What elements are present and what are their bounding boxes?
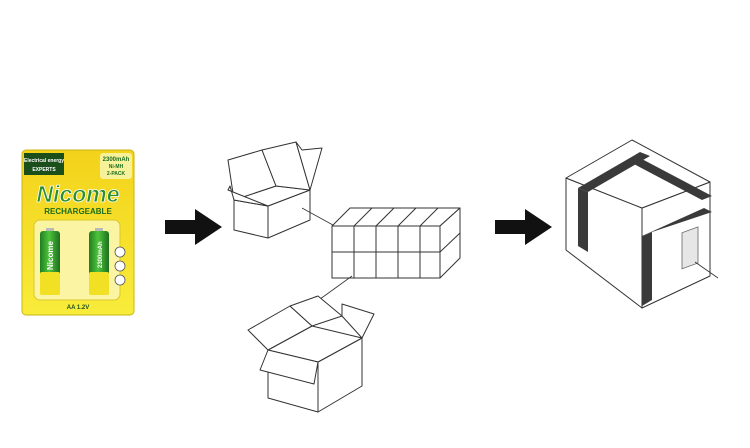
battery-cell-left: Nicome xyxy=(40,228,60,295)
tape-strap-side xyxy=(630,158,712,306)
battery-package: Electrical energy EXPERTS 2300mAh Ni-MH … xyxy=(21,149,135,316)
capacity-panel xyxy=(100,153,132,179)
package-badge xyxy=(24,153,64,175)
bin-icon xyxy=(114,274,126,286)
pack-label: 2-PACK xyxy=(107,171,126,177)
badge-line1: Electrical energy xyxy=(24,158,64,164)
brand-logo: Nicome xyxy=(36,181,119,207)
recycle-icon xyxy=(114,246,126,258)
charge-icon xyxy=(114,260,126,272)
connector-line-bottom xyxy=(315,275,353,303)
battery-cell-right: 2300mAh xyxy=(89,228,109,295)
flow-arrow-icon xyxy=(495,209,552,245)
battery-pack-block-icon xyxy=(331,207,461,279)
open-box-bottom-icon xyxy=(247,295,375,413)
cell-brand-right: 2300mAh xyxy=(98,241,104,268)
chemistry-label: Ni-MH xyxy=(109,164,124,170)
brand-subtitle: RECHARGEABLE xyxy=(44,207,112,216)
cell-brand-left: Nicome xyxy=(46,241,55,270)
flow-arrow-icon xyxy=(165,209,222,245)
capacity-label: 2300mAh xyxy=(103,157,130,163)
open-box-icon xyxy=(227,141,323,239)
label-pointer xyxy=(694,261,719,279)
shipping-label xyxy=(681,226,699,270)
badge-line2: EXPERTS xyxy=(32,167,56,173)
spec-label: AA 1.2V xyxy=(67,305,89,311)
